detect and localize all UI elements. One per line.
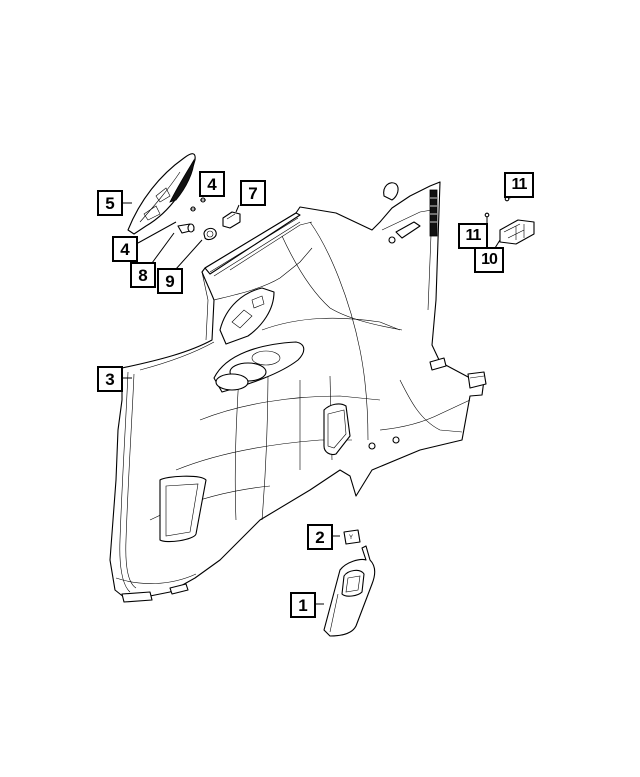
callout-10: 10 [474, 247, 504, 273]
small-parts-drawing [177, 197, 241, 241]
callout-4-upper: 4 [199, 171, 225, 197]
callout-2: 2 [307, 524, 333, 550]
quarter-trim-panel-drawing [109, 181, 487, 603]
part-1-2-drawing: Y [323, 529, 376, 637]
callout-5: 5 [97, 190, 123, 216]
part-10-11-drawing [484, 196, 535, 245]
svg-text:Y: Y [349, 535, 353, 541]
callout-8: 8 [130, 262, 156, 288]
part-5-bezel-drawing [127, 153, 196, 235]
callout-7: 7 [240, 180, 266, 206]
callout-1: 1 [290, 592, 316, 618]
callout-9: 9 [157, 268, 183, 294]
callout-3: 3 [97, 366, 123, 392]
callout-11-upper: 11 [504, 172, 534, 198]
callout-4-lower: 4 [112, 236, 138, 262]
vent-slots [429, 189, 438, 237]
callout-11-lower: 11 [458, 223, 488, 249]
cupholders [213, 341, 305, 393]
